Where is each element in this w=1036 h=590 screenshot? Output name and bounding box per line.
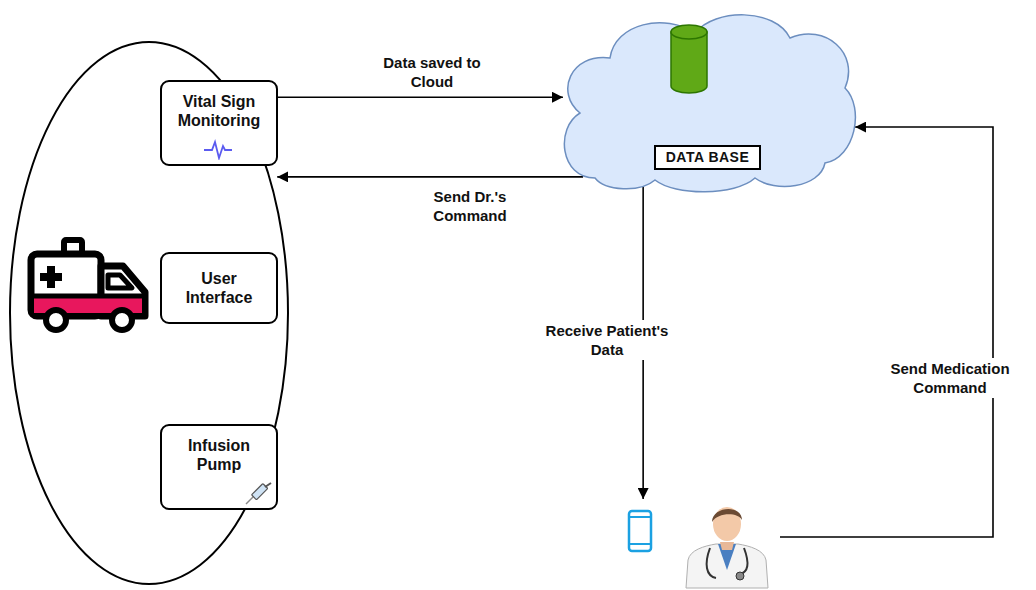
syringe-icon <box>242 482 274 506</box>
doctor-outline <box>620 498 780 588</box>
connector-arrow <box>780 127 993 537</box>
ambulance-icon <box>31 240 145 330</box>
box-label: Infusion Pump <box>167 436 271 474</box>
database-label: DATA BASE <box>654 145 762 170</box>
edge-label: Receive Patient's Data <box>536 320 678 360</box>
connector-arrow <box>277 176 583 178</box>
phone-icon <box>629 511 651 551</box>
process-box: Infusion Pump <box>160 424 278 510</box>
connector-arrow <box>278 96 563 98</box>
edge-label: Data saved to Cloud <box>376 53 488 91</box>
edge-label: Send Dr.'s Command <box>408 187 532 225</box>
box-label: User Interface <box>167 269 271 307</box>
edge-label: Send Medication Command <box>884 358 1016 398</box>
process-box: Vital Sign Monitoring <box>160 80 278 166</box>
process-box: User Interface <box>160 252 278 324</box>
doctor-icon <box>620 498 780 588</box>
pulse-icon <box>202 136 234 160</box>
database-cylinder <box>671 25 707 93</box>
device-group-ellipse: Vital Sign MonitoringUser InterfaceInfus… <box>8 40 290 586</box>
doctor-figure <box>686 507 768 588</box>
cloud-database: DATA BASE <box>555 8 860 192</box>
box-label: Vital Sign Monitoring <box>167 92 271 130</box>
